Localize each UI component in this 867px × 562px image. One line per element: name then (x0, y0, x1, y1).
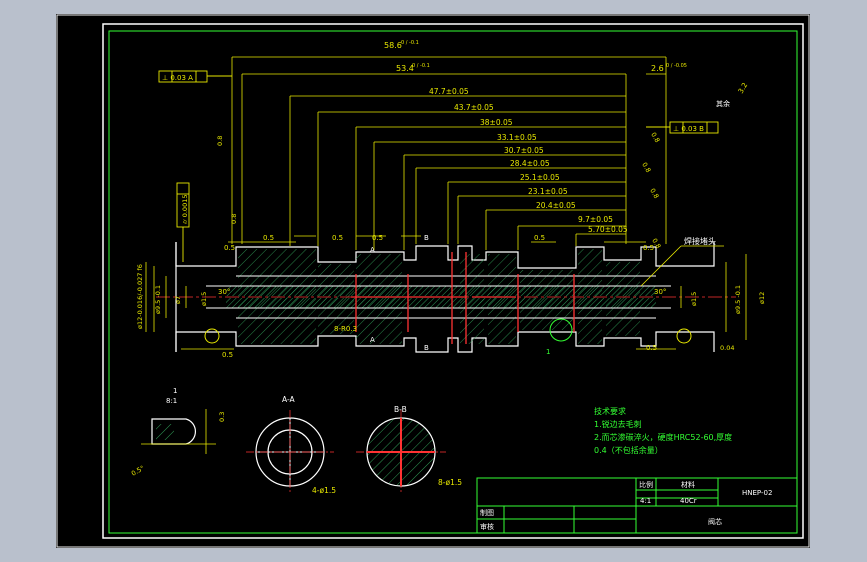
dim-5-70: 5.70±0.05 (588, 225, 628, 234)
dimension-lines (145, 56, 747, 350)
dim-53-4: 53.4 (396, 64, 414, 73)
datum-markers (204, 328, 692, 344)
dim-33-1: 33.1±0.05 (497, 133, 537, 142)
dim-0-5-e: 0.5 (224, 244, 235, 252)
label-b-top: B (424, 234, 429, 242)
tol-frame-right: ⊥ 0.03 B (673, 125, 704, 133)
dim-53-4-tol: 0 / -0.1 (412, 63, 430, 69)
dim-dia-1-5-left: ø1.5 (200, 292, 208, 306)
detail-circle (549, 318, 573, 342)
title-part-name: 阀芯 (708, 517, 722, 526)
tolerance-frames (158, 70, 719, 262)
section-b-b (356, 410, 446, 494)
title-drawn-label: 制图 (480, 508, 494, 517)
roughness-0-8-c: 0.8 (640, 161, 652, 174)
dim-47-7: 47.7±0.05 (429, 87, 469, 96)
title-block-lines (476, 477, 798, 534)
angle-30-right: 30° (654, 288, 666, 296)
dim-30-7: 30.7±0.05 (504, 146, 544, 155)
label-detail-1-top: 1 (173, 387, 177, 395)
dim-58-6: 58.6 (384, 41, 402, 50)
dim-58-6-tol: 0 / -0.1 (401, 40, 419, 46)
dim-0-5-d: 0.5 (534, 234, 545, 242)
remaining-roughness-value: 3.2 (737, 81, 749, 95)
dim-dia-1-5-right: ø1.5 (690, 292, 698, 306)
label-8-holes: 8-ø1.5 (438, 478, 462, 487)
dim-0-5-g: 0.5 (222, 351, 233, 359)
dim-0-5-c: 0.5 (372, 234, 383, 242)
outer-frame (56, 14, 810, 548)
tech-req-line3: 0.4（不包括余量） (594, 445, 663, 455)
weld-head-label: 焊接堵头 (684, 236, 716, 246)
dim-0-5-b: 0.5 (332, 234, 343, 242)
detail-view (141, 409, 216, 454)
dim-20-4: 20.4±0.05 (536, 201, 576, 210)
title-drawing-no: HNEP-02 (742, 489, 772, 497)
dim-0-5-f: 0.5 (643, 244, 654, 252)
dim-dia-9-5: ø9.5 -0.1 (154, 285, 162, 314)
dim-0-5-a: 0.5 (263, 234, 274, 242)
tech-req-title: 技术要求 (594, 406, 626, 416)
title-scale-label: 比例 (639, 480, 653, 489)
dim-0-5-h: 0.5 (646, 344, 657, 352)
angle-30-left: 30° (218, 288, 230, 296)
label-4-holes: 4-ø1.5 (312, 486, 336, 495)
tech-req-line2: 2.而芯渗碳淬火，硬度HRC52-60,厚度 (594, 432, 732, 442)
dim-23-1: 23.1±0.05 (528, 187, 568, 196)
dim-dia-9-5-right: ø9.5 -0.1 (734, 285, 742, 314)
dim-43-7: 43.7±0.05 (454, 103, 494, 112)
title-material-label: 材料 (681, 480, 695, 489)
label-detail-ratio: 8:1 (166, 397, 177, 405)
label-b-b: B-B (394, 405, 407, 414)
remaining-roughness-label: 其余 (716, 99, 730, 108)
label-a-bottom: A (370, 336, 375, 344)
dim-dia-12-fit: ø12-0.016/-0.027 f6 (136, 264, 144, 329)
bore-lines (206, 275, 671, 319)
inner-border (108, 30, 798, 534)
section-a-a (246, 410, 334, 494)
dim-chamfer: 0.04 (720, 344, 734, 352)
dim-2-6: 2.6 (651, 64, 664, 73)
tol-frame-left: ⊥ 0.03 A (162, 74, 193, 82)
title-scale-value: 4:1 (640, 497, 651, 505)
roughness-0-8-a: 0.8 (216, 136, 224, 146)
tech-req-line1: 1.锐边去毛刺 (594, 419, 642, 429)
dim-38: 38±0.05 (480, 118, 513, 127)
roughness-0-8-b: 0.8 (230, 214, 238, 224)
title-material-value: 40Cr (680, 497, 697, 505)
cad-viewport: 58.6 0 / -0.1 53.4 0 / -0.1 2.6 0 / -0.0… (56, 14, 810, 548)
dim-dia-12-right: ø12 (758, 292, 766, 304)
roughness-0-8-f: 0.8 (649, 131, 661, 144)
title-checked-label: 审核 (480, 522, 494, 531)
section-hatching (226, 249, 656, 344)
label-a-top: A (370, 246, 375, 254)
weld-leader (640, 245, 724, 287)
detail-0-5: 0.5° (130, 464, 146, 478)
dim-dia-7: ø7 (174, 296, 182, 304)
detail-0-3: 0.3 (218, 412, 226, 422)
dim-r0-3: 8-R0.3 (334, 325, 357, 333)
dim-28-4: 28.4±0.05 (510, 159, 550, 168)
dim-9-7: 9.7±0.05 (578, 215, 613, 224)
drawing-canvas: 58.6 0 / -0.1 53.4 0 / -0.1 2.6 0 / -0.0… (56, 14, 810, 548)
tol-frame-vertical: ⌭ 0.0015 (181, 195, 189, 224)
sheet-border (102, 23, 804, 539)
dim-2-6-tol: 0 / -0.05 (666, 63, 687, 69)
label-detail-1: 1 (546, 348, 550, 356)
dim-25-1: 25.1±0.05 (520, 173, 560, 182)
roughness-0-8-d: 0.8 (648, 187, 660, 200)
label-a-a: A-A (282, 395, 296, 404)
label-b-bottom: B (424, 344, 429, 352)
